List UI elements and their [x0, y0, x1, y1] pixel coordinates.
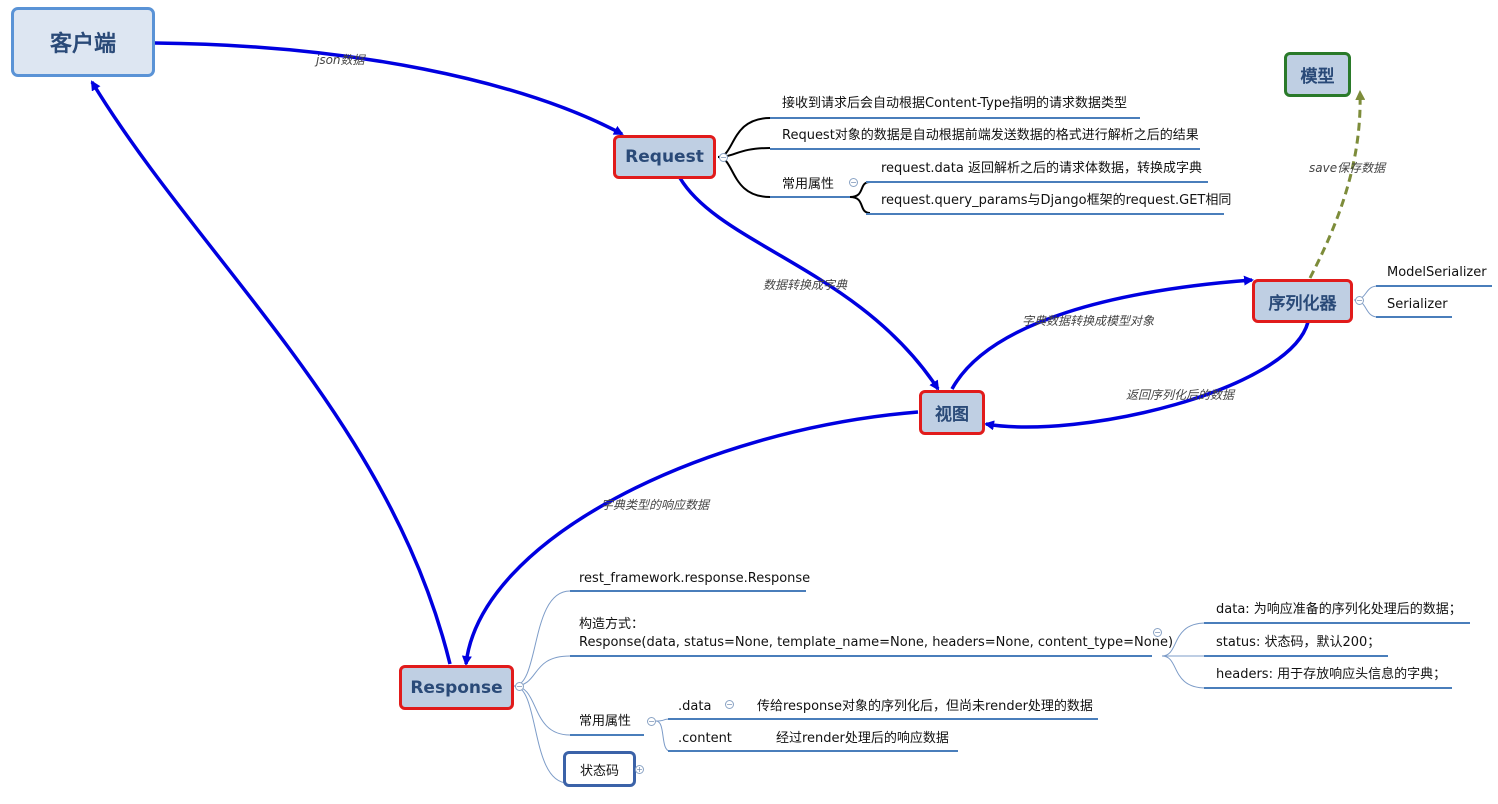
response-collapse-toggle[interactable]: −	[515, 682, 524, 691]
edge-label-json: json数据	[316, 53, 365, 67]
attr-data-collapse-toggle[interactable]: −	[725, 700, 734, 709]
response-label: Response	[410, 677, 503, 698]
request-collapse-toggle[interactable]: −	[719, 153, 728, 162]
request-attrs-label: 常用属性	[782, 177, 835, 192]
request-detail-content-type: 接收到请求后会自动根据Content-Type指明的请求数据类型	[782, 96, 1128, 111]
edge-serializer-to-view	[984, 321, 1310, 431]
response-attrs-label: 常用属性	[579, 714, 632, 729]
serializer-node[interactable]: 序列化器	[1252, 279, 1353, 323]
request-label: Request	[625, 147, 704, 167]
response-attr-content: .content	[678, 731, 732, 746]
edge-serializer-to-model	[1308, 90, 1366, 279]
response-param-status: status: 状态码，默认200；	[1216, 635, 1381, 650]
response-ctor-label: 构造方式：	[579, 617, 645, 632]
status-code-expand-toggle[interactable]: +	[635, 765, 644, 774]
response-ctor-signature: Response(data, status=None, template_nam…	[579, 635, 1174, 650]
response-param-headers: headers: 用于存放响应头信息的字典；	[1216, 667, 1447, 682]
request-attr-data: request.data 返回解析之后的请求体数据，转换成字典	[881, 161, 1202, 176]
response-class-path: rest_framework.response.Response	[579, 571, 811, 586]
edge-label-to-dict: 数据转换成字典	[763, 278, 848, 292]
edge-view-to-serializer	[950, 275, 1254, 390]
response-param-data: data: 为响应准备的序列化处理后的数据；	[1216, 602, 1462, 617]
request-node[interactable]: Request	[613, 135, 716, 179]
edge-response-to-client	[90, 80, 452, 665]
edge-label-serialized-return: 返回序列化后的数据	[1126, 388, 1235, 402]
serializer-collapse-toggle[interactable]: −	[1355, 296, 1364, 305]
request-attrs-collapse-toggle[interactable]: −	[849, 178, 858, 187]
model-node[interactable]: 模型	[1284, 52, 1351, 97]
request-attr-query-params: request.query_params与Django框架的request.GE…	[881, 193, 1232, 208]
edge-label-to-model-object: 字典数据转换成模型对象	[1022, 314, 1155, 328]
client-node[interactable]: 客户端	[11, 7, 155, 77]
serializer-label: 序列化器	[1268, 293, 1337, 314]
response-attr-content-desc: 经过render处理后的响应数据	[776, 731, 949, 746]
edge-request-to-view	[678, 177, 940, 391]
model-label: 模型	[1300, 67, 1335, 87]
client-label: 客户端	[49, 32, 116, 57]
edge-label-save: save保存数据	[1309, 161, 1386, 175]
status-code-node[interactable]: 状态码	[563, 751, 636, 787]
response-attrs-collapse-toggle[interactable]: −	[647, 717, 656, 726]
edge-view-to-response	[461, 410, 919, 666]
ctor-collapse-toggle[interactable]: −	[1153, 628, 1162, 637]
response-node[interactable]: Response	[399, 665, 514, 710]
request-detail-parse-result: Request对象的数据是自动根据前端发送数据的格式进行解析之后的结果	[782, 128, 1199, 143]
view-label: 视图	[935, 405, 969, 425]
serializer-item-serializer: Serializer	[1387, 297, 1448, 312]
status-code-label: 状态码	[579, 763, 619, 779]
serializer-item-model-serializer: ModelSerializer	[1387, 265, 1487, 280]
response-attr-data-desc: 传给response对象的序列化后，但尚未render处理的数据	[757, 699, 1093, 714]
response-attr-data: .data	[678, 699, 712, 714]
view-node[interactable]: 视图	[919, 390, 985, 435]
edge-client-to-request	[154, 41, 624, 136]
edge-label-response-data: 字典类型的响应数据	[601, 498, 710, 512]
